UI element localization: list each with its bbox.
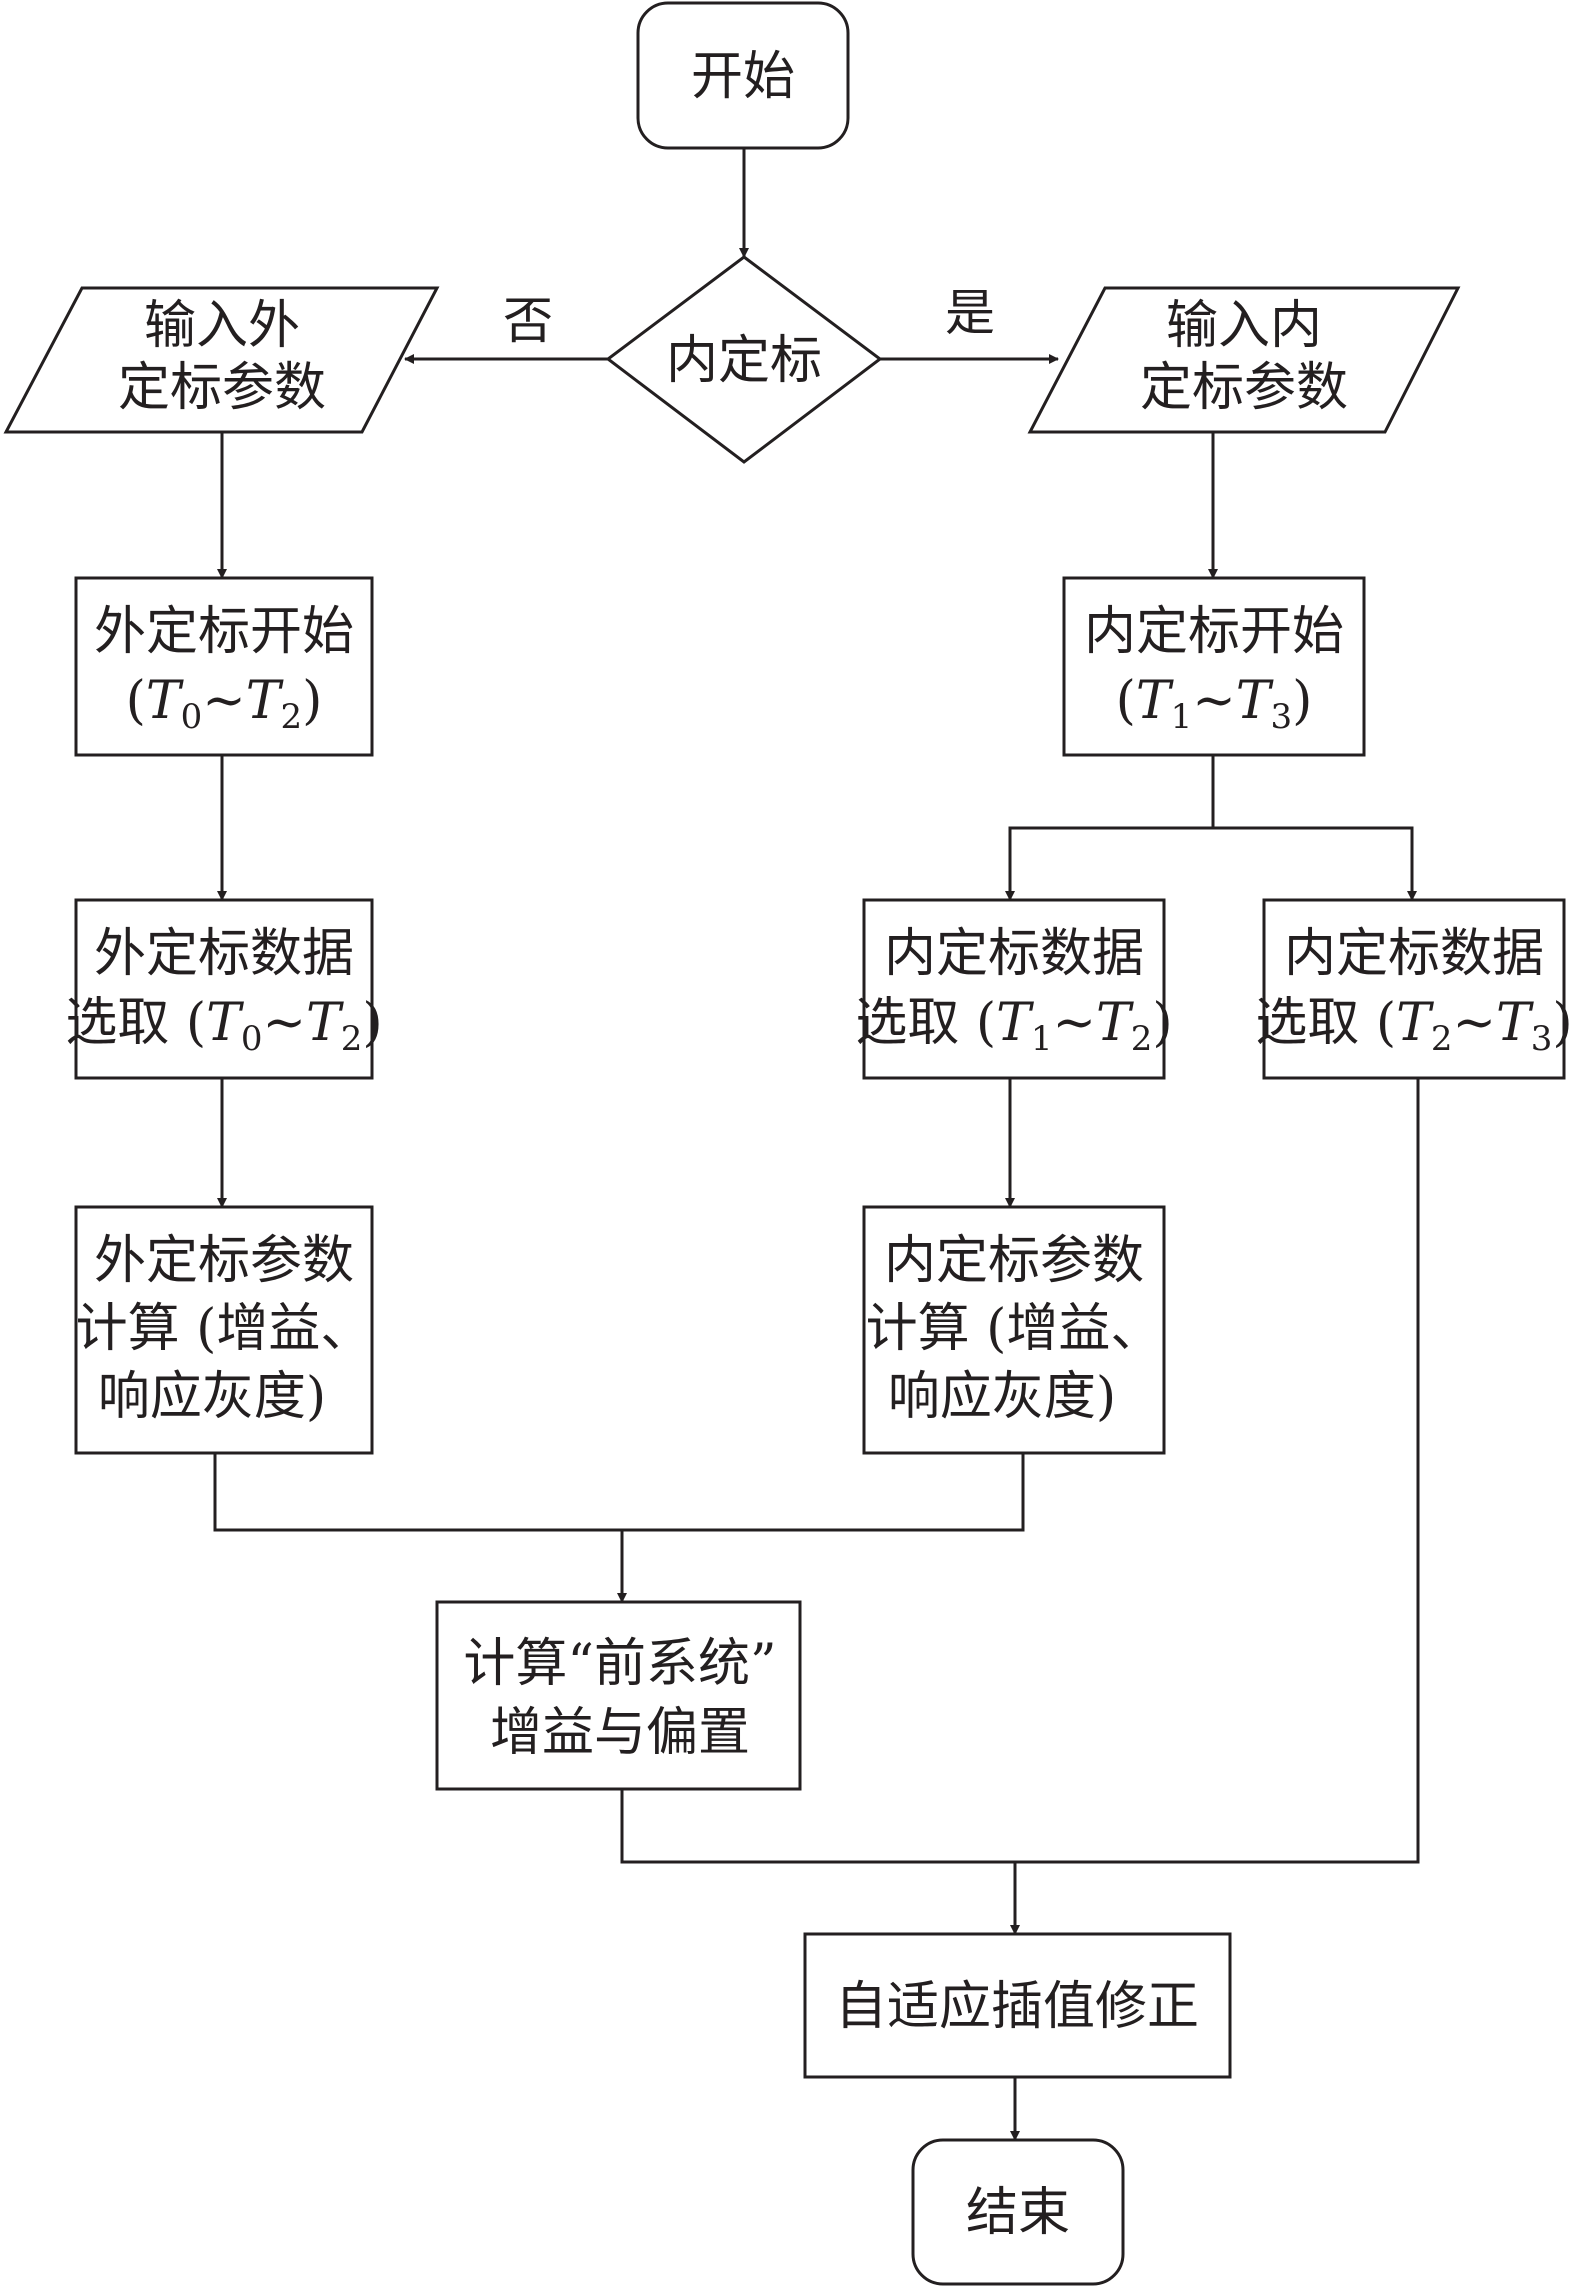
int-calc-line2: 计算 (增益、 — [866, 1299, 1163, 1359]
int-calc-line3: 响应灰度) — [888, 1367, 1116, 1427]
input-ext-line1: 输入外 — [144, 296, 300, 356]
pre-system-line1: 计算“前系统” — [463, 1634, 776, 1694]
ext-calc-line1: 外定标参数 — [94, 1231, 354, 1291]
ext-calc-node: 外定标参数 计算 (增益、 响应灰度) — [74, 1205, 374, 1455]
decision-node: 内定标 — [605, 255, 883, 464]
ext-select-line2: 选取 (T0~T2) — [65, 993, 382, 1059]
input-int-line1: 输入内 — [1166, 296, 1322, 356]
int-select-a-node: 内定标数据 选取 (T1~T2) — [855, 898, 1173, 1080]
end-node: 结束 — [911, 2138, 1125, 2286]
start-node: 开始 — [636, 1, 850, 150]
ext-select-line1: 外定标数据 — [94, 924, 354, 984]
int-select-b-line2: 选取 (T2~T3) — [1255, 993, 1572, 1059]
int-start-node: 内定标开始 (T1~T3) — [1062, 576, 1366, 757]
int-select-a-line2: 选取 (T1~T2) — [855, 993, 1172, 1059]
input-ext-line2: 定标参数 — [118, 358, 326, 418]
edge-calcs-merge — [213, 1453, 1025, 1532]
yes-label: 是 — [945, 284, 995, 342]
ext-select-node: 外定标数据 选取 (T0~T2) — [65, 898, 383, 1080]
int-calc-line1: 内定标参数 — [884, 1231, 1144, 1291]
correction-label: 自适应插值修正 — [835, 1977, 1199, 2037]
decision-label: 内定标 — [666, 331, 822, 391]
edge-pre-system-merge — [620, 1078, 1420, 1864]
int-start-line1: 内定标开始 — [1084, 602, 1344, 662]
int-select-b-line1: 内定标数据 — [1284, 924, 1544, 984]
int-select-b-node: 内定标数据 选取 (T2~T3) — [1255, 898, 1573, 1080]
int-calc-node: 内定标参数 计算 (增益、 响应灰度) — [862, 1205, 1166, 1455]
ext-start-line1: 外定标开始 — [94, 602, 354, 662]
int-select-a-line1: 内定标数据 — [884, 924, 1144, 984]
edge-int-start-split-b — [1213, 826, 1417, 901]
ext-start-node: 外定标开始 (T0~T2) — [74, 576, 374, 757]
end-label: 结束 — [966, 2183, 1070, 2243]
edge-int-start-split — [1005, 755, 1215, 901]
input-ext-node: 输入外 定标参数 — [3, 286, 440, 434]
ext-calc-line2: 计算 (增益、 — [76, 1299, 373, 1359]
input-int-node: 输入内 定标参数 — [1027, 286, 1461, 434]
input-int-line2: 定标参数 — [1140, 358, 1348, 418]
ext-calc-line3: 响应灰度) — [98, 1367, 326, 1427]
start-label: 开始 — [691, 47, 795, 107]
pre-system-line2: 增益与偏置 — [490, 1703, 750, 1763]
int-start-line2: (T1~T3) — [1116, 671, 1313, 737]
correction-node: 自适应插值修正 — [803, 1932, 1232, 2079]
connectors — [213, 148, 1420, 2141]
pre-system-node: 计算“前系统” 增益与偏置 — [435, 1600, 802, 1791]
no-label: 否 — [503, 292, 553, 350]
